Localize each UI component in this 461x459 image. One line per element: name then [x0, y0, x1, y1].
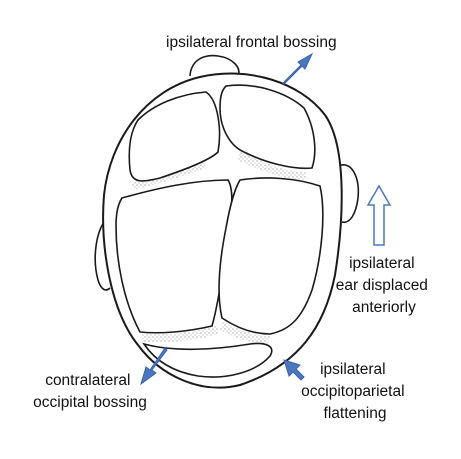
- frontal-bossing-label: ipsilateral frontal bossing: [166, 34, 337, 51]
- flattening-arrow-icon: [283, 359, 305, 381]
- ear-displacement-label: ipsilateral ear displaced anteriorly: [336, 255, 433, 316]
- left-frontal-plate: [128, 91, 221, 182]
- suture-shading-front-right: [238, 150, 306, 180]
- right-parietal-plate: [218, 177, 324, 335]
- occipital-plate: [142, 342, 273, 378]
- suture-shading-back-left: [142, 326, 220, 343]
- frontal-bossing-arrow-icon: [282, 52, 314, 85]
- right-frontal-plate: [219, 84, 316, 170]
- ear-displacement-arrow-icon: [366, 184, 392, 246]
- left-parietal-plate: [115, 179, 233, 334]
- top-ear: [189, 54, 240, 78]
- occipitoparietal-flattening-label: ipsilateral occipitoparietal flattening: [301, 361, 409, 422]
- suture-shading-back-right: [220, 322, 270, 344]
- occipital-bossing-arrow-icon: [140, 347, 168, 386]
- right-ear: [337, 164, 360, 223]
- contralateral-bossing-label: contralateral occipital bossing: [33, 372, 147, 411]
